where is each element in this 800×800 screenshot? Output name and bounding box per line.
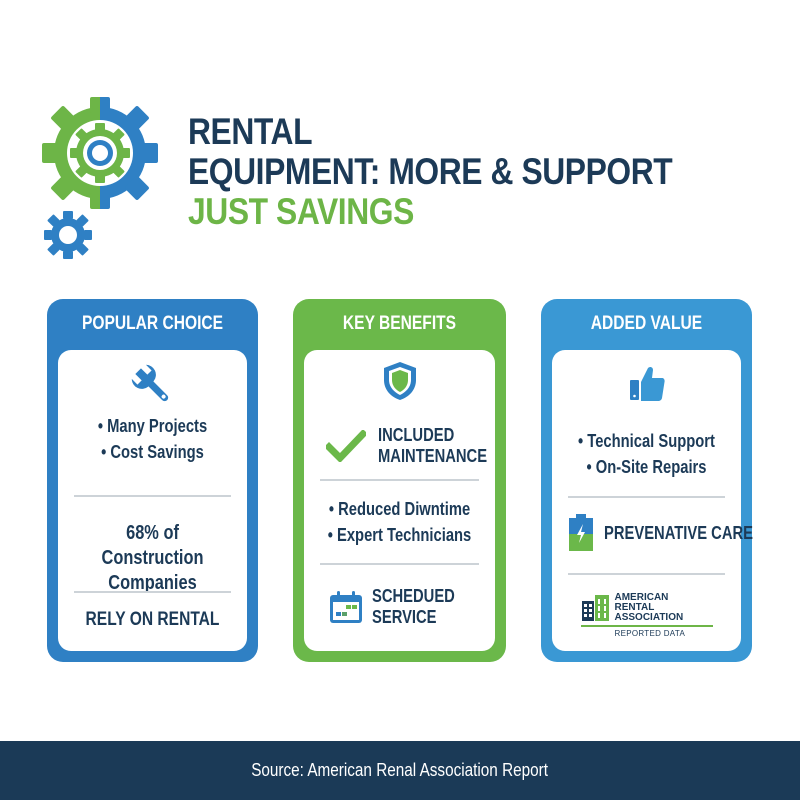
bullet-item: • Cost Savings xyxy=(101,442,204,462)
page-title: RENTAL EQUIPMENT: MORE & SUPPORT JUST SA… xyxy=(188,112,751,232)
stat-line: Companies xyxy=(108,572,197,594)
bullet-item: • Reduced Diwntime xyxy=(328,499,471,519)
calendar-icon xyxy=(330,591,362,623)
stat-line: 68% of Construction xyxy=(101,522,204,569)
gears-icon xyxy=(42,97,158,259)
stat-text: 68% of Construction Companies xyxy=(75,521,230,596)
card-heading: POPULAR CHOICE xyxy=(81,313,224,334)
caption: RELY ON RENTAL xyxy=(85,609,220,630)
divider xyxy=(320,479,479,481)
divider xyxy=(74,591,231,593)
association-name-line: RENTAL xyxy=(614,602,655,613)
title-line-2: EQUIPMENT: MORE & SUPPORT xyxy=(188,151,673,192)
association-logo: AMERICAN RENTAL ASSOCIATION REPORTED DAT… xyxy=(552,593,741,639)
feature-label: PREVENATIVE CARE xyxy=(604,522,753,543)
battery-icon xyxy=(569,514,593,551)
checkmark-icon xyxy=(326,430,366,462)
card-body: INCLUDED MAINTENANCE • Reduced Diwntime … xyxy=(304,350,495,651)
bullet-list: • Many Projects • Cost Savings xyxy=(58,413,247,465)
title-line-3: JUST SAVINGS xyxy=(188,191,414,232)
card-heading: ADDED VALUE xyxy=(590,313,703,334)
feature-included-maintenance: INCLUDED MAINTENANCE xyxy=(326,425,511,467)
bullet-item: • Many Projects xyxy=(97,416,208,436)
feature-line: SERVICE xyxy=(372,607,437,627)
divider xyxy=(320,563,479,565)
card-heading: KEY BENEFITS xyxy=(342,313,457,334)
bullet-item: • Expert Technicians xyxy=(327,525,472,545)
association-name-line: AMERICAN xyxy=(614,592,669,603)
card-key-benefits: KEY BENEFITS INCLUDED MAINTENANCE • Redu… xyxy=(293,299,506,662)
card-body: • Technical Support • On-Site Repairs PR… xyxy=(552,350,753,651)
divider xyxy=(74,495,231,497)
association-rule xyxy=(580,625,713,627)
source-text: Source: American Renal Association Repor… xyxy=(251,760,549,780)
feature-line: SCHEDUED xyxy=(372,586,455,606)
wrench-icon xyxy=(131,364,168,402)
shield-icon xyxy=(383,362,416,400)
divider xyxy=(568,573,725,575)
feature-line: INCLUDED xyxy=(378,425,455,445)
divider xyxy=(568,496,725,498)
title-line-1: RENTAL xyxy=(188,111,313,152)
feature-line: MAINTENANCE xyxy=(378,446,488,466)
bullet-item: • Technical Support xyxy=(578,431,715,451)
bullet-item: • On-Site Repairs xyxy=(586,457,707,477)
bullet-list: • Reduced Diwntime • Expert Technicians xyxy=(304,496,495,548)
card-popular-choice: POPULAR CHOICE • Many Projects • Cost Sa… xyxy=(47,299,258,662)
header: RENTAL EQUIPMENT: MORE & SUPPORT JUST SA… xyxy=(0,0,800,280)
bullet-list: • Technical Support • On-Site Repairs xyxy=(552,428,741,480)
association-subtitle: REPORTED DATA xyxy=(614,629,686,638)
feature-scheduled-service: SCHEDUED SERVICE xyxy=(328,586,473,628)
thumbs-up-icon xyxy=(629,366,665,401)
footer: Source: American Renal Association Repor… xyxy=(0,741,800,800)
association-name-line: ASSOCIATION xyxy=(614,612,684,623)
feature-preventative-care: PREVENATIVE CARE xyxy=(568,514,786,552)
card-body: • Many Projects • Cost Savings 68% of Co… xyxy=(58,350,247,651)
buildings-icon xyxy=(581,595,609,621)
card-added-value: ADDED VALUE • Technical Support • On-Sit… xyxy=(541,299,753,662)
